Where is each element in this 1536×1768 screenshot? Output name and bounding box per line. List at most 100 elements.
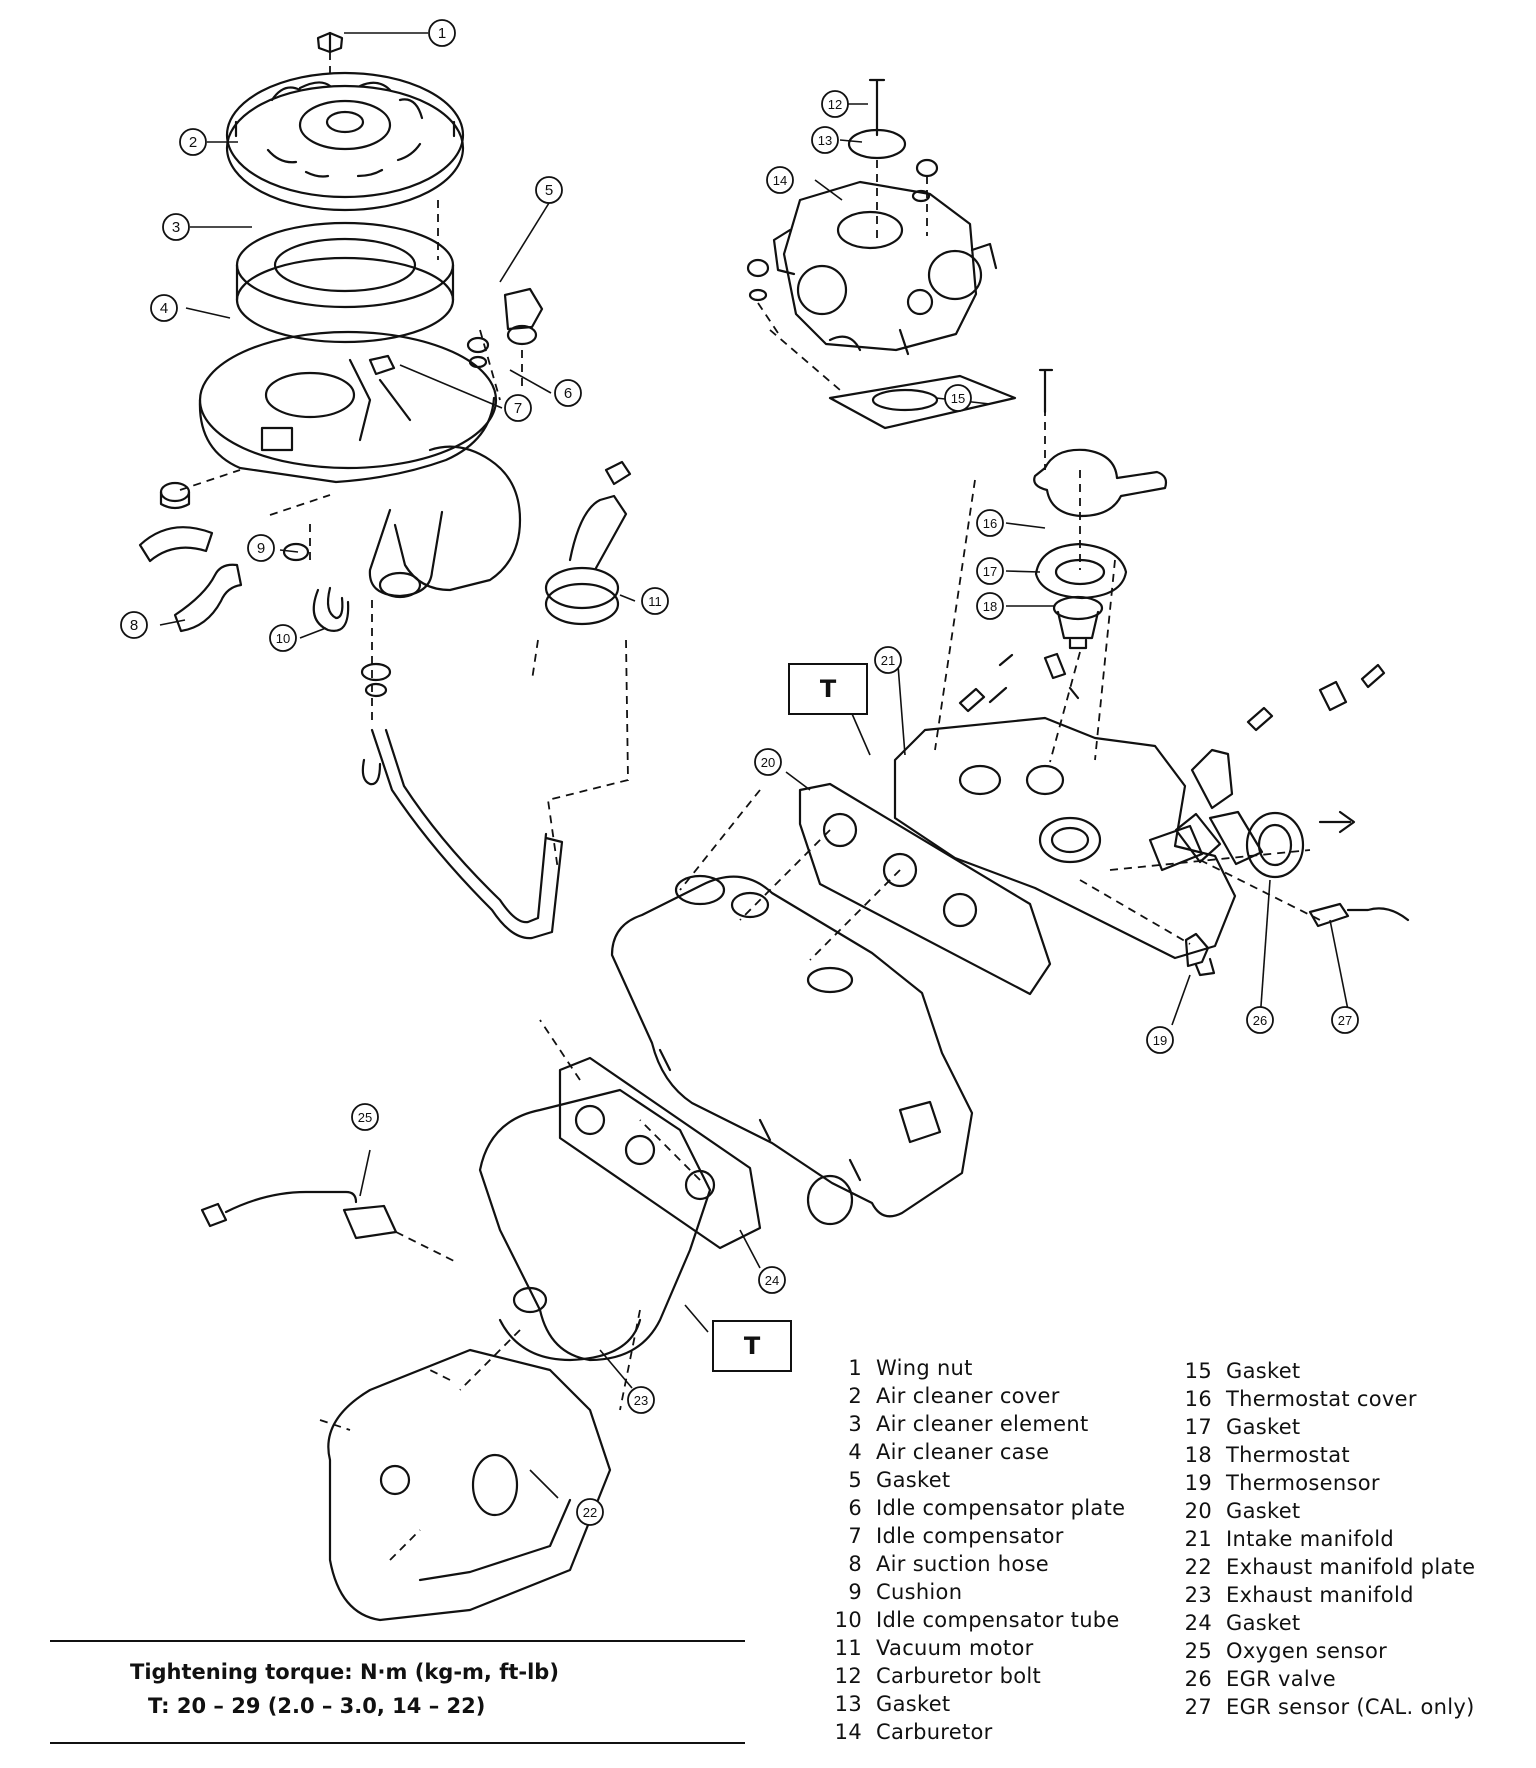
callout-15: 15 <box>944 384 972 412</box>
torque-value: T: 20 – 29 (2.0 – 3.0, 14 – 22) <box>148 1694 486 1718</box>
callout-14: 14 <box>766 166 794 194</box>
legend-name: Air cleaner element <box>876 1412 1089 1436</box>
legend-name: Idle compensator plate <box>876 1496 1126 1520</box>
legend-name: Air cleaner cover <box>876 1384 1060 1408</box>
svg-text:27: 27 <box>1338 1013 1352 1028</box>
legend-name: Idle compensator <box>876 1524 1064 1548</box>
svg-text:7: 7 <box>514 400 522 417</box>
legend-number: 3 <box>848 1412 862 1436</box>
intake-gasket-part <box>798 782 1052 996</box>
legend-name: Vacuum motor <box>876 1636 1034 1660</box>
svg-text:4: 4 <box>160 300 168 317</box>
torque-heading: Tightening torque: N·m (kg-m, ft-lb) <box>130 1660 559 1684</box>
legend-name: Intake manifold <box>1226 1527 1394 1551</box>
exhaust-manifold-part <box>478 1088 712 1362</box>
legend-name: Gasket <box>1226 1499 1301 1523</box>
callout-22: 22 <box>576 1498 604 1526</box>
legend-number: 1 <box>848 1356 862 1380</box>
thermosensor-part <box>1184 932 1216 977</box>
legend-name: Idle compensator tube <box>876 1608 1120 1632</box>
carburetor-gasket-part <box>828 374 1017 430</box>
legend-number: 24 <box>1184 1611 1212 1635</box>
legend-number: 2 <box>848 1384 862 1408</box>
legend-number: 26 <box>1184 1667 1212 1691</box>
idle-compensator-part <box>368 354 396 376</box>
legend-number: 20 <box>1184 1499 1212 1523</box>
callout-20: 20 <box>754 748 782 776</box>
legend-number: 14 <box>834 1720 862 1744</box>
legend-number: 22 <box>1184 1555 1212 1579</box>
vacuum-hose-part <box>360 662 564 940</box>
legend-name: Exhaust manifold <box>1226 1583 1414 1607</box>
svg-text:17: 17 <box>983 564 997 579</box>
legend-name: Air suction hose <box>876 1552 1050 1576</box>
callout-2: 2 <box>179 128 207 156</box>
legend-number: 9 <box>848 1580 862 1604</box>
thermostat-cover-part <box>1033 368 1168 518</box>
svg-text:2: 2 <box>189 134 197 151</box>
torque-marker-upper: T <box>788 663 868 715</box>
legend-number: 19 <box>1184 1471 1212 1495</box>
torque-rule-top <box>50 1640 745 1642</box>
legend-name: Thermostat cover <box>1226 1387 1417 1411</box>
thermostat-part <box>1052 595 1104 650</box>
air-cleaner-case-part <box>198 330 522 599</box>
legend-name: Gasket <box>1226 1359 1301 1383</box>
legend-number: 13 <box>834 1692 862 1716</box>
cylinder-head-part <box>610 874 974 1226</box>
callout-25: 25 <box>351 1103 379 1131</box>
callout-4: 4 <box>150 294 178 322</box>
legend-name: Thermosensor <box>1226 1471 1380 1495</box>
svg-text:26: 26 <box>1253 1013 1267 1028</box>
svg-text:12: 12 <box>828 97 842 112</box>
legend-name: Wing nut <box>876 1356 973 1380</box>
callout-21: 21 <box>874 646 902 674</box>
callout-7: 7 <box>504 394 532 422</box>
callout-6: 6 <box>554 379 582 407</box>
legend-number: 11 <box>834 1636 862 1660</box>
intake-manifold-part <box>893 716 1237 960</box>
legend-number: 8 <box>848 1552 862 1576</box>
legend-number: 6 <box>848 1496 862 1520</box>
callout-9: 9 <box>247 534 275 562</box>
callout-12: 12 <box>821 90 849 118</box>
svg-text:13: 13 <box>818 133 832 148</box>
callout-17: 17 <box>976 557 1004 585</box>
svg-text:19: 19 <box>1153 1033 1167 1048</box>
svg-text:23: 23 <box>634 1393 648 1408</box>
legend-number: 7 <box>848 1524 862 1548</box>
exhaust-gasket-part <box>558 1056 762 1250</box>
legend-number: 17 <box>1184 1415 1212 1439</box>
legend-number: 21 <box>1184 1527 1212 1551</box>
egr-valve-part <box>1174 810 1356 879</box>
legend-name: Gasket <box>1226 1415 1301 1439</box>
carburetor-bolt-part <box>847 78 907 160</box>
callout-11: 11 <box>641 587 669 615</box>
air-suction-hose-part <box>138 526 243 633</box>
legend-name: Air cleaner case <box>876 1440 1050 1464</box>
svg-text:5: 5 <box>545 182 553 199</box>
exhaust-manifold-plate-part <box>327 1348 612 1622</box>
legend-name: Carburetor bolt <box>876 1664 1042 1688</box>
cushion-part <box>159 481 310 562</box>
svg-text:8: 8 <box>130 617 138 634</box>
oxygen-sensor-part <box>200 1190 398 1240</box>
svg-text:15: 15 <box>951 391 965 406</box>
svg-text:18: 18 <box>983 599 997 614</box>
legend-name: Exhaust manifold plate <box>1226 1555 1476 1579</box>
svg-text:10: 10 <box>276 631 290 646</box>
callout-8: 8 <box>120 611 148 639</box>
callout-16: 16 <box>976 509 1004 537</box>
svg-text:6: 6 <box>564 385 572 402</box>
wing-nut-part <box>316 31 344 54</box>
idle-compensator-plate-part <box>503 287 544 346</box>
air-cleaner-cover-part <box>225 71 465 212</box>
svg-text:25: 25 <box>358 1110 372 1125</box>
svg-text:3: 3 <box>172 219 180 236</box>
callout-5: 5 <box>535 176 563 204</box>
legend-number: 10 <box>834 1608 862 1632</box>
legend-number: 15 <box>1184 1359 1212 1383</box>
svg-text:22: 22 <box>583 1505 597 1520</box>
svg-text:20: 20 <box>761 755 775 770</box>
